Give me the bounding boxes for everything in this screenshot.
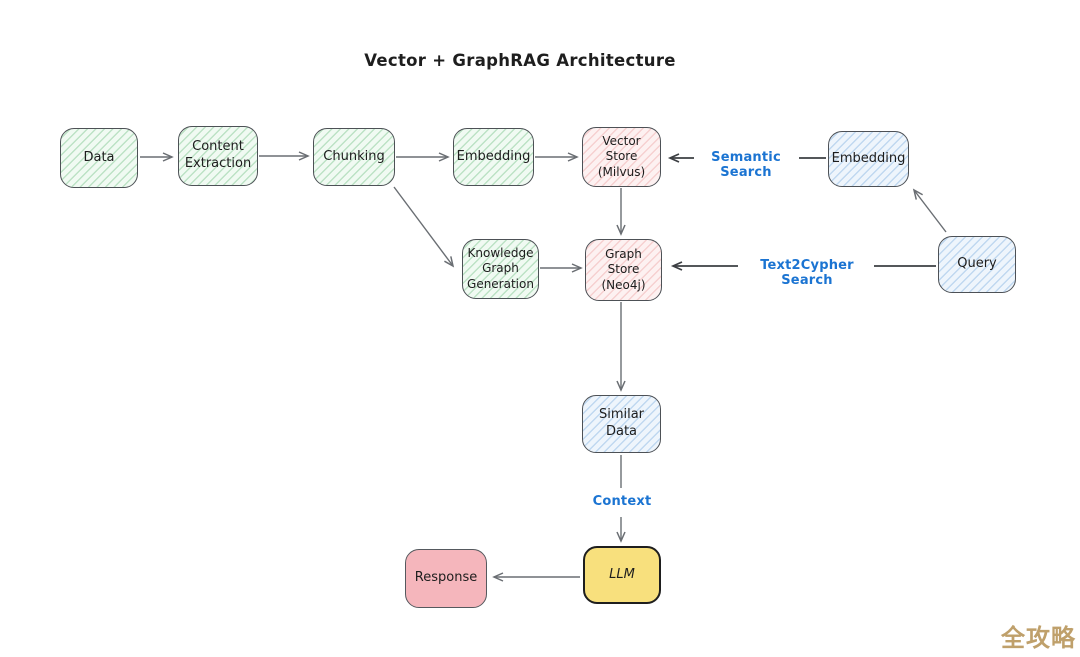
node-similar-data: Similar Data xyxy=(582,395,661,453)
node-response: Response xyxy=(405,549,487,608)
node-embedding-query: Embedding xyxy=(828,131,909,187)
node-graph-store: Graph Store (Neo4j) xyxy=(585,239,662,301)
edge-label-context: Context xyxy=(592,494,652,509)
diagram-title: Vector + GraphRAG Architecture xyxy=(364,51,676,70)
node-embedding-ingest: Embedding xyxy=(453,128,534,186)
edge-query-to-embedding xyxy=(912,188,947,233)
edge-label-semantic-search: Semantic Search xyxy=(711,150,781,180)
node-kg-generation: Knowledge Graph Generation xyxy=(462,239,539,299)
node-vector-store: Vector Store (Milvus) xyxy=(582,127,661,187)
edge-label-text2cypher-search: Text2Cypher Search xyxy=(760,258,854,288)
node-data: Data xyxy=(60,128,138,188)
node-llm: LLM xyxy=(583,546,661,604)
watermark: 全攻略 xyxy=(1001,624,1076,652)
node-chunking: Chunking xyxy=(313,128,395,186)
edge-chunking-to-kg-generation xyxy=(393,186,455,268)
node-query: Query xyxy=(938,236,1016,293)
node-content-extraction: Content Extraction xyxy=(178,126,258,186)
